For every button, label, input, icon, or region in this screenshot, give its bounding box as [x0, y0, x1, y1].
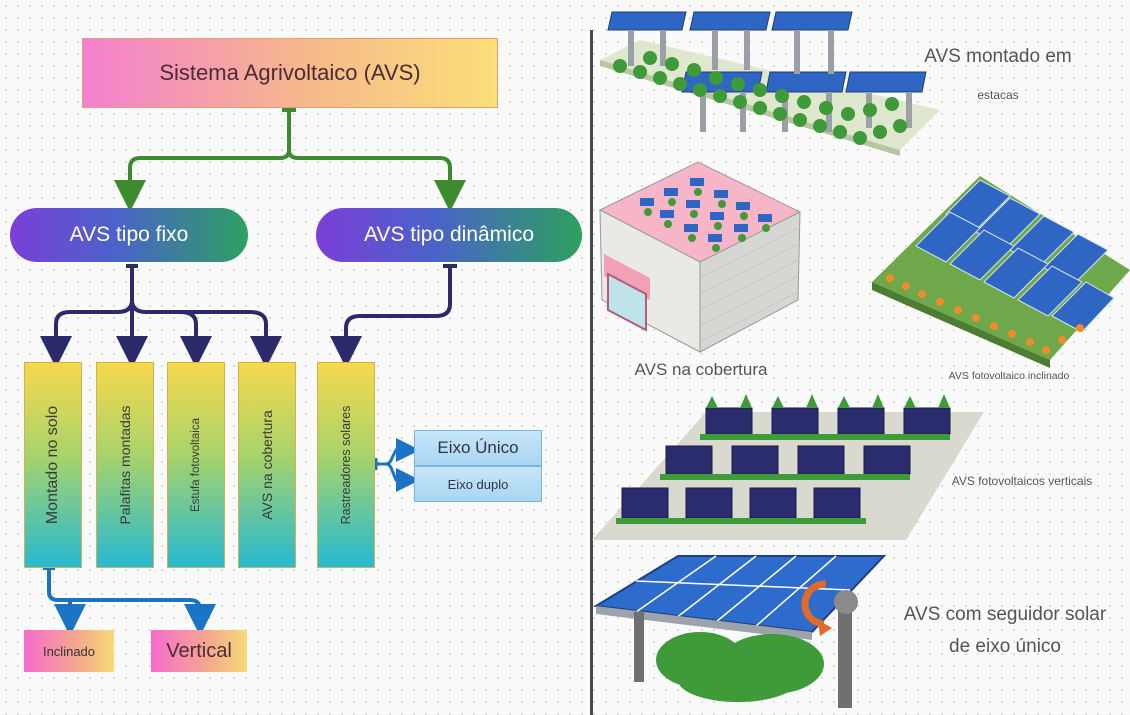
root-label: Sistema Agrivoltaico (AVS) [159, 60, 421, 85]
vertical-caption: AVS fotovoltaicos verticais [951, 474, 1093, 488]
inclined-node: Inclinado [24, 630, 114, 672]
vertical-node: Vertical [151, 630, 247, 672]
greenhouse-node: Estufa fotovoltaica [167, 362, 225, 568]
ground-mounted-node: Montado no solo [24, 362, 82, 568]
fixed-type-node: AVS tipo fixo [10, 208, 248, 262]
dynamic-type-node: AVS tipo dinâmico [316, 208, 582, 262]
dynamic-connector [330, 264, 457, 368]
root-connector [114, 108, 466, 212]
tracker-caption-line1: AVS com seguidor solar [903, 604, 1107, 625]
tracker-caption-line2: de eixo único [949, 636, 1061, 657]
fixed-connector [40, 264, 282, 368]
stilts-caption-line1: AVS montado em [924, 46, 1072, 67]
single-axis-label: Eixo Único [437, 438, 519, 457]
vertical-label: Vertical [166, 639, 232, 662]
stilts-caption-line2: estacas [977, 88, 1019, 102]
trackers-node: Rastreadores solares [317, 362, 375, 568]
rooftop-node: AVS na cobertura [238, 362, 296, 568]
ground-connector [43, 566, 216, 636]
fixed-type-label: AVS tipo fixo [69, 223, 189, 246]
dual-axis-label: Eixo duplo [447, 476, 509, 492]
stilts-node: Palafitas montadas [96, 362, 154, 568]
dual-axis-node: Eixo duplo [414, 466, 542, 502]
dynamic-type-label: AVS tipo dinâmico [363, 223, 535, 246]
single-axis-node: Eixo Único [414, 430, 542, 466]
section-divider [590, 30, 593, 715]
inclined-caption: AVS fotovoltaico inclinado [948, 370, 1070, 382]
rooftop-caption: AVS na cobertura [634, 360, 768, 379]
root-node: Sistema Agrivoltaico (AVS) [82, 38, 498, 108]
inclined-label: Inclinado [42, 643, 96, 659]
tracker-connector [374, 438, 420, 492]
